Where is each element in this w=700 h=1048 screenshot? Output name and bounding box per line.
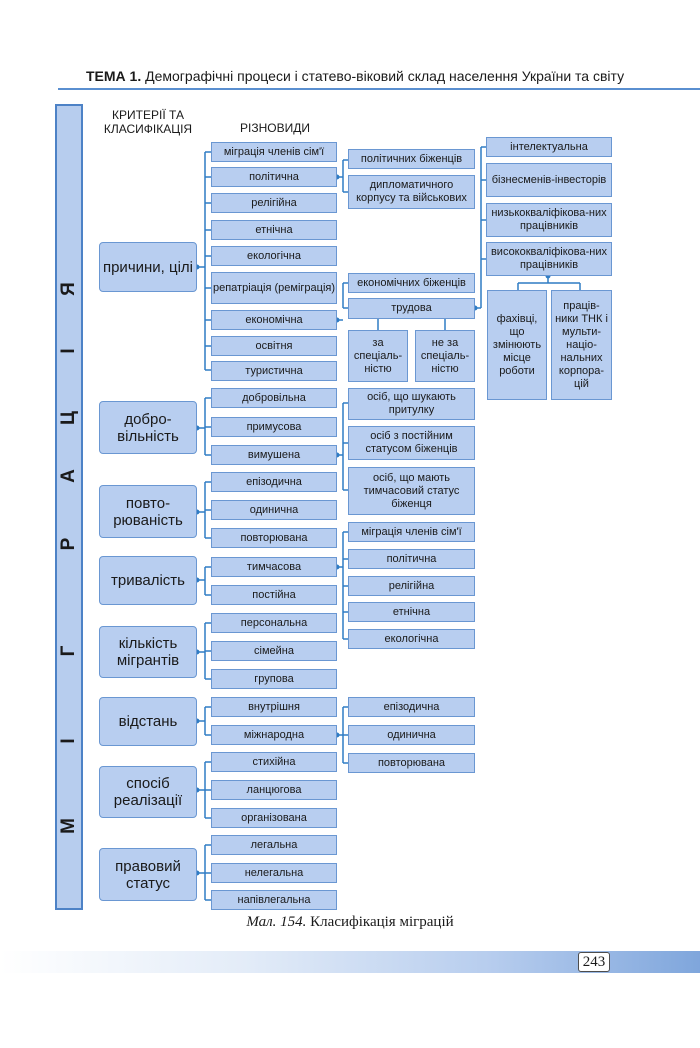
permanent-ecological: екологічна bbox=[348, 629, 475, 649]
permanent-ethnic: етнічна bbox=[348, 602, 475, 622]
page-number: 243 bbox=[578, 952, 610, 972]
criterion-legal-status: правовий статус bbox=[99, 848, 197, 901]
type-single: одинична bbox=[211, 500, 337, 520]
diplomatic-military: дипломатичного корпусу та військових bbox=[348, 175, 475, 209]
topic-label: ТЕМА 1. bbox=[86, 68, 142, 84]
job-changers: фахівці, що змінюють місце роботи bbox=[487, 290, 547, 400]
economic-refugees: економічних біженців bbox=[348, 273, 475, 293]
criterion-duration: тривалість bbox=[99, 556, 197, 605]
caption-text: Класифікація міграцій bbox=[310, 914, 454, 930]
labour-intellectual: інтелектуальна bbox=[486, 137, 612, 157]
type-forced: примусова bbox=[211, 417, 337, 437]
international-single: одинична bbox=[348, 725, 475, 745]
type-religious: релігійна bbox=[211, 193, 337, 213]
criterion-distance: відстань bbox=[99, 697, 197, 746]
type-organized: організована bbox=[211, 808, 337, 828]
type-international: міжнародна bbox=[211, 725, 337, 745]
caption-label: Мал. 154. bbox=[246, 914, 307, 930]
labour-high-skilled: висококваліфікова-них працівників bbox=[486, 242, 612, 276]
criterion-repeatability: повто-рюваність bbox=[99, 485, 197, 538]
type-chain: ланцюгова bbox=[211, 780, 337, 800]
not-by-specialty: не за спеціаль-ністю bbox=[415, 330, 475, 382]
migration-letter: І bbox=[58, 348, 79, 354]
by-specialty: за спеціаль-ністю bbox=[348, 330, 408, 382]
migration-letter: А bbox=[58, 469, 79, 483]
types-column-header: РІЗНОВИДИ bbox=[240, 121, 310, 135]
migration-letter: Г bbox=[58, 645, 79, 657]
type-illegal: нелегальна bbox=[211, 863, 337, 883]
political-refugees: політичних біженців bbox=[348, 149, 475, 169]
page-header: ТЕМА 1. Демографічні процеси і статево-в… bbox=[86, 68, 624, 84]
labour-migration: трудова bbox=[348, 298, 475, 319]
labour-business: бізнесменів-інвесторів bbox=[486, 163, 612, 197]
tnk-workers: праців-ники ТНК і мульти-націо-нальних к… bbox=[551, 290, 612, 400]
type-tourist: туристична bbox=[211, 361, 337, 381]
criterion-migrant-count: кількість мігрантів bbox=[99, 626, 197, 678]
permanent-religious: релігійна bbox=[348, 576, 475, 596]
type-repeated: повторювана bbox=[211, 528, 337, 548]
type-group: групова bbox=[211, 669, 337, 689]
type-economic: економічна bbox=[211, 310, 337, 330]
type-internal: внутрішня bbox=[211, 697, 337, 717]
criterion-voluntariness: добро-вільність bbox=[99, 401, 197, 454]
asylum-seekers: осіб, що шукають притулку bbox=[348, 388, 475, 420]
temporary-refugees: осіб, що мають тимчасовий статус біженця bbox=[348, 467, 475, 515]
migration-letter: Р bbox=[58, 537, 79, 551]
type-permanent: постійна bbox=[211, 585, 337, 605]
type-family-group: сімейна bbox=[211, 641, 337, 661]
type-semi-legal: напівлегальна bbox=[211, 890, 337, 910]
type-ecological: екологічна bbox=[211, 246, 337, 266]
permanent-family: міграція членів сім'ї bbox=[348, 522, 475, 542]
migration-letter: Ц bbox=[58, 411, 79, 425]
type-education: освітня bbox=[211, 336, 337, 356]
type-political: політична bbox=[211, 167, 337, 187]
type-temporary: тимчасова bbox=[211, 557, 337, 577]
type-spontaneous: стихійна bbox=[211, 752, 337, 772]
criteria-column-header: КРИТЕРІЇ ТА КЛАСИФІКАЦІЯ bbox=[103, 108, 193, 136]
permanent-refugees: осіб з постійним статусом біженців bbox=[348, 426, 475, 460]
migration-label-bar: М І Г Р А Ц І Я bbox=[55, 104, 83, 910]
footer-band bbox=[0, 951, 700, 973]
migration-letter: Я bbox=[58, 282, 79, 296]
type-repatriation: репатріація (реміграція) bbox=[211, 272, 337, 304]
type-family: міграція членів сім'ї bbox=[211, 142, 337, 162]
migration-letter: І bbox=[58, 738, 79, 744]
type-personal: персональна bbox=[211, 613, 337, 633]
migration-letter: М bbox=[58, 818, 79, 834]
type-ethnic: етнічна bbox=[211, 220, 337, 240]
type-legal: легальна bbox=[211, 835, 337, 855]
header-rule bbox=[58, 88, 700, 90]
topic-title: Демографічні процеси і статево-віковий с… bbox=[145, 68, 625, 84]
criterion-reasons: причини, цілі bbox=[99, 242, 197, 292]
permanent-political: політична bbox=[348, 549, 475, 569]
type-episodic: епізодична bbox=[211, 472, 337, 492]
type-voluntary: добровільна bbox=[211, 388, 337, 408]
criterion-method: спосіб реалізації bbox=[99, 766, 197, 818]
international-repeated: повторювана bbox=[348, 753, 475, 773]
labour-low-skilled: низькокваліфікова-них працівників bbox=[486, 203, 612, 237]
international-episodic: епізодична bbox=[348, 697, 475, 717]
figure-caption: Мал. 154. Класифікація міграцій bbox=[0, 914, 700, 931]
type-compelled: вимушена bbox=[211, 445, 337, 465]
